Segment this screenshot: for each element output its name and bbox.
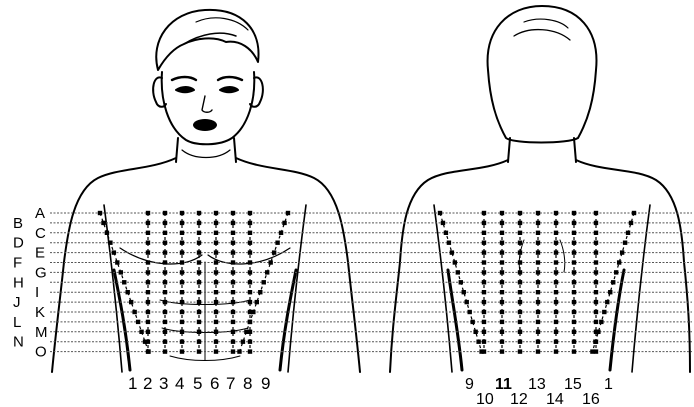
front-col-label-3: 3 (159, 374, 168, 393)
back-col-label-16: 16 (582, 391, 600, 407)
front-col-label-8: 8 (243, 374, 252, 393)
back-col-label-15: 15 (564, 376, 582, 393)
front-col-label-4: 4 (175, 374, 184, 393)
row-label-G: G (35, 264, 47, 281)
back-col-label-12: 12 (510, 391, 528, 407)
row-label-D: D (13, 235, 24, 252)
grid-layer (50, 211, 692, 354)
back-col-label-14: 14 (546, 391, 564, 407)
back-column-labels: 9111315110121416 (465, 376, 613, 407)
row-label-E: E (35, 245, 45, 262)
back-col-label-9: 9 (465, 376, 474, 393)
front-col-label-5: 5 (193, 374, 202, 393)
back-col-label-1: 1 (604, 376, 613, 393)
front-column-labels: 123456789 (128, 374, 270, 393)
row-label-I: I (35, 284, 39, 301)
back-figure (390, 6, 690, 372)
back-col-label-13: 13 (528, 376, 546, 393)
front-col-label-9: 9 (261, 374, 270, 393)
front-col-label-1: 1 (128, 374, 137, 393)
front-col-label-6: 6 (210, 374, 219, 393)
front-point-9-B (282, 221, 286, 225)
back-head (488, 6, 597, 143)
row-label-C: C (35, 225, 46, 242)
row-label-L: L (13, 314, 21, 331)
row-label-N: N (13, 334, 24, 351)
row-label-M: M (35, 324, 48, 341)
row-label-K: K (35, 304, 45, 321)
back-col-label-10: 10 (476, 391, 494, 407)
row-label-B: B (13, 215, 23, 232)
row-labels: ABCDEFGHIJKLMNO (13, 205, 48, 361)
front-face (162, 72, 255, 144)
row-label-J: J (13, 294, 21, 311)
front-figure (52, 10, 360, 372)
row-label-F: F (13, 255, 22, 272)
front-col-label-2: 2 (143, 374, 152, 393)
front-torso-outline (52, 158, 176, 372)
row-label-H: H (13, 274, 24, 291)
front-mouth (193, 119, 217, 131)
row-label-A: A (35, 205, 45, 222)
row-label-O: O (35, 344, 47, 361)
front-col-label-7: 7 (226, 374, 235, 393)
